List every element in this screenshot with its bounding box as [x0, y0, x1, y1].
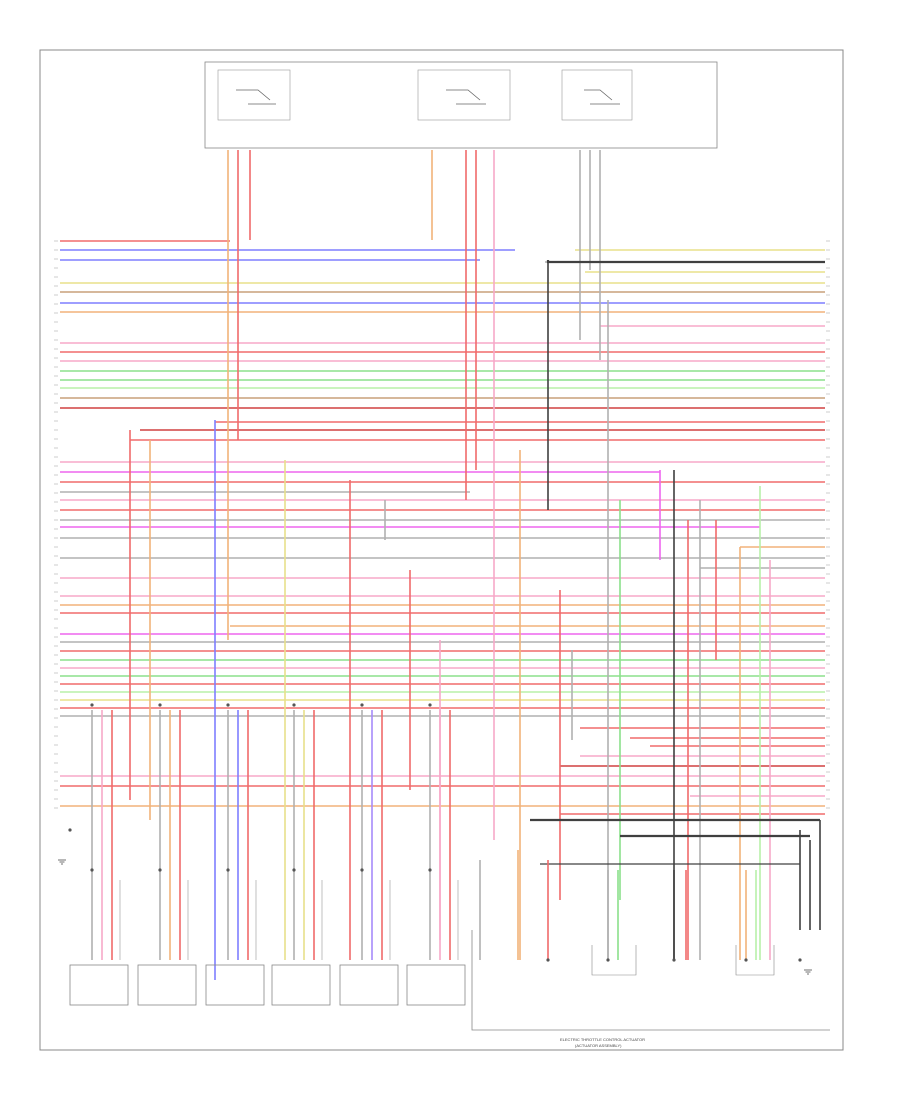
- throttle-actuator-bracket: [471, 930, 830, 1031]
- splice-dot: [292, 703, 296, 707]
- ground-icon: [804, 969, 812, 975]
- splice-dot: [158, 868, 162, 872]
- splice-dot: [292, 868, 296, 872]
- footer-sublabel: (ACTUATOR ASSEMBLY): [575, 1043, 622, 1048]
- component-box-4: [271, 964, 331, 1006]
- component-box-3: [205, 964, 265, 1006]
- relay-box-top: [204, 61, 718, 149]
- splice-dot: [90, 703, 94, 707]
- splice-dot: [798, 958, 802, 962]
- splice-dot: [428, 868, 432, 872]
- label-group: [58, 859, 812, 975]
- ground-icon: [58, 859, 66, 865]
- component-box-2: [137, 964, 197, 1006]
- injector-boxes: [69, 964, 466, 1006]
- wire-group: [60, 150, 825, 980]
- wire-bus: [546, 260, 825, 264]
- splice-dot: [90, 868, 94, 872]
- component-box-6: [406, 964, 466, 1006]
- splice-dot: [360, 868, 364, 872]
- footer-label: ELECTRIC THROTTLE CONTROL ACTUATOR: [560, 1037, 645, 1042]
- component-box-5: [339, 964, 399, 1006]
- splice-dot: [546, 958, 550, 962]
- component-box-1: [69, 964, 129, 1006]
- pin-group: [54, 240, 830, 962]
- splice-dot: [68, 828, 72, 832]
- splice-dot: [744, 958, 748, 962]
- diagram-border: [39, 49, 844, 1051]
- splice-dot: [360, 703, 364, 707]
- splice-dot: [226, 868, 230, 872]
- splice-dot: [606, 958, 610, 962]
- splice-dot: [428, 703, 432, 707]
- splice-dot: [672, 958, 676, 962]
- splice-dot: [226, 703, 230, 707]
- splice-dot: [158, 703, 162, 707]
